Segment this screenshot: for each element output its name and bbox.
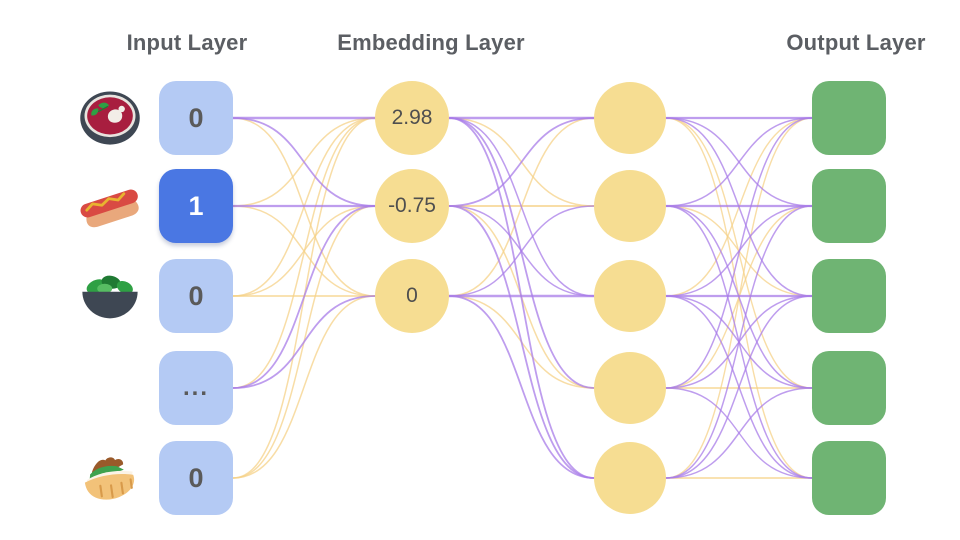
connection-edge xyxy=(232,205,376,297)
hidden-node-4 xyxy=(594,442,666,514)
connection-edge xyxy=(665,205,813,479)
connection-edge xyxy=(232,205,376,389)
hidden-node-2 xyxy=(594,260,666,332)
connection-edge xyxy=(232,295,376,389)
connection-edge xyxy=(448,117,595,479)
connection-edge xyxy=(448,295,595,479)
input-layer-header: Input Layer xyxy=(126,30,248,55)
connection-edge xyxy=(665,117,813,389)
output-layer-header: Output Layer xyxy=(786,30,926,55)
connection-edge xyxy=(448,117,595,389)
input-node-2: 0 xyxy=(159,259,233,333)
hidden-node-3 xyxy=(594,352,666,424)
connection-edge xyxy=(232,117,376,207)
connection-edge xyxy=(448,205,595,479)
hotdog-icon xyxy=(76,172,144,240)
pita-icon xyxy=(76,444,144,512)
connection-edge xyxy=(448,205,595,297)
connection-edge xyxy=(232,295,376,479)
soup-icon xyxy=(76,84,144,152)
hidden-node-0 xyxy=(594,82,666,154)
input-node-0: 0 xyxy=(159,81,233,155)
output-node-4 xyxy=(812,441,886,515)
embedding-node-1: -0.75 xyxy=(375,169,449,243)
connection-edge xyxy=(665,295,813,479)
input-node-4: 0 xyxy=(159,441,233,515)
hidden-node-1 xyxy=(594,170,666,242)
output-node-0 xyxy=(812,81,886,155)
connection-edge xyxy=(232,117,376,389)
connection-edge xyxy=(448,117,595,297)
embedding-layer-header: Embedding Layer xyxy=(337,30,525,55)
input-node-1: 1 xyxy=(159,169,233,243)
input-node-3: ... xyxy=(159,351,233,425)
connection-edge xyxy=(665,387,813,479)
connection-edge xyxy=(665,117,813,207)
output-node-1 xyxy=(812,169,886,243)
output-node-3 xyxy=(812,351,886,425)
embedding-node-0: 2.98 xyxy=(375,81,449,155)
embedding-node-2: 0 xyxy=(375,259,449,333)
salad-icon xyxy=(76,262,144,330)
connection-edge xyxy=(448,117,595,207)
output-node-2 xyxy=(812,259,886,333)
